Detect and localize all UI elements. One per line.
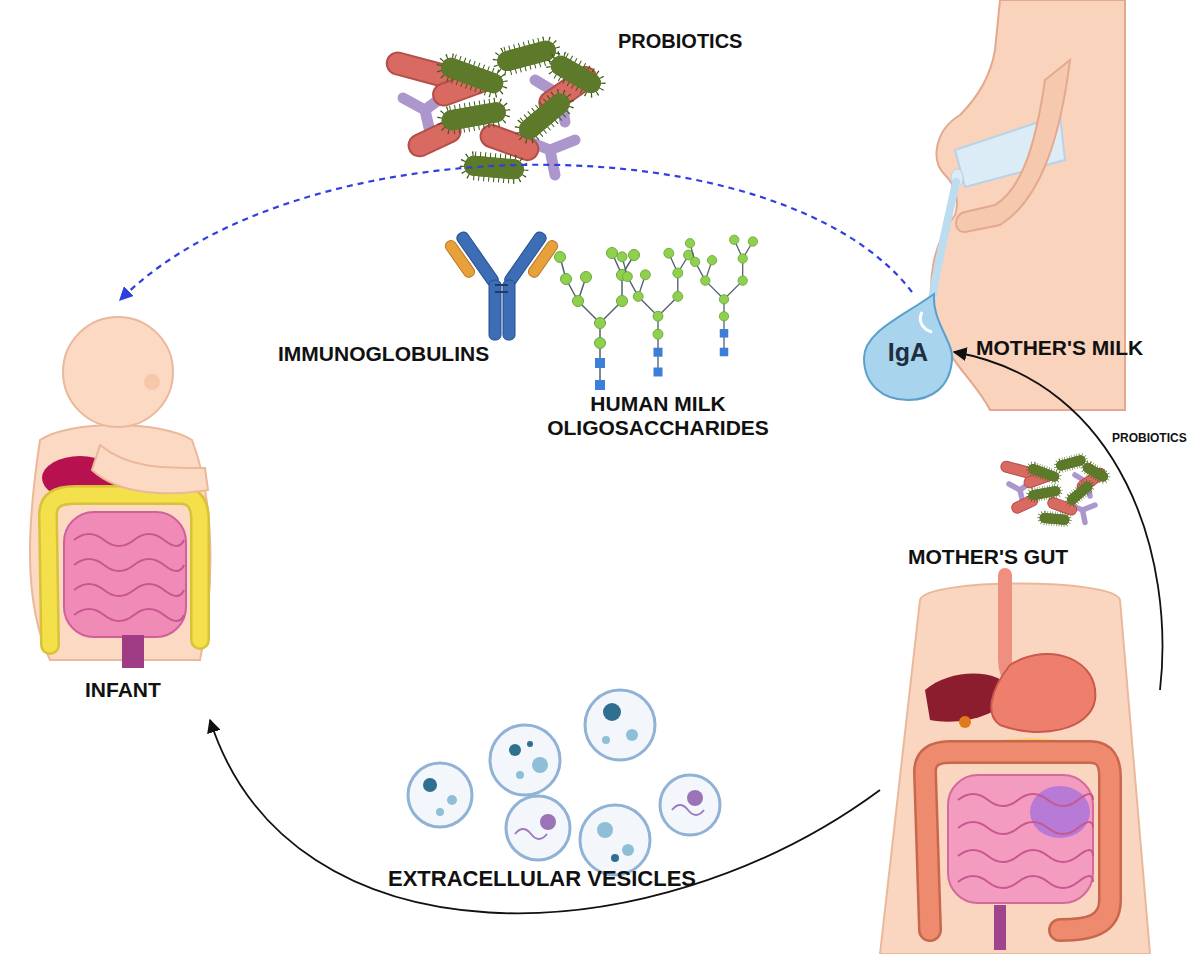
flow-arrow [120, 165, 912, 300]
flow-arrow [210, 720, 880, 913]
milk-stream [932, 182, 956, 300]
node-label: MOTHER'S GUT [908, 545, 1068, 569]
vesicles [408, 690, 720, 875]
text-label: PROBIOTICS [1112, 432, 1187, 446]
gut-node: MOTHER'S GUT [880, 540, 1160, 954]
gut-figure [880, 575, 1150, 954]
node-label: IgA [862, 338, 954, 367]
cargo-dot [527, 741, 533, 747]
small-intestine [64, 512, 186, 637]
cargo-protein [687, 790, 703, 806]
text-label: HUMAN MILK OLIGOSACCHARIDES [533, 392, 783, 440]
cargo-dot [447, 795, 457, 805]
cargo-dot [626, 729, 638, 741]
heavy-chain [503, 230, 548, 288]
text-label: PROBIOTICS [618, 30, 742, 53]
drop-highlight [920, 312, 932, 332]
stomach [991, 654, 1095, 732]
cargo-dot [611, 854, 619, 862]
heavy-chain [503, 280, 515, 340]
mother-arm [956, 60, 1070, 232]
cargo-dot [602, 736, 610, 744]
rectum [122, 635, 144, 668]
cargo-rna [515, 829, 547, 839]
rectum [994, 905, 1006, 950]
torso [880, 584, 1150, 954]
probiotics-cluster [1000, 454, 1110, 525]
heavy-chain [489, 280, 501, 340]
infant-head [63, 317, 173, 427]
intestine-folds [74, 534, 184, 621]
node-label: INFANT [85, 678, 161, 702]
cargo-dot [597, 822, 613, 838]
vesicle [585, 690, 655, 760]
vesicle [408, 763, 472, 827]
hinge [495, 285, 508, 292]
mother-node: MOTHER'S MILK IgA [860, 0, 1150, 410]
gallbladder [959, 716, 971, 728]
infant-ear [144, 374, 160, 390]
hmo-tree [617, 248, 694, 376]
intestine-section [1030, 786, 1090, 838]
large-intestine [48, 495, 200, 645]
large-intestine [925, 752, 1110, 930]
cargo-rna [672, 805, 704, 815]
cargo-dot [516, 771, 524, 779]
infant-figure [30, 317, 210, 668]
probiotics-cluster [384, 38, 604, 180]
infant-body [30, 425, 210, 660]
hmo-tree [555, 248, 640, 391]
cargo-dot [622, 844, 634, 856]
cargo-dot [436, 808, 444, 816]
large-intestine [48, 495, 200, 645]
vesicle [660, 775, 720, 835]
hmo-tree [685, 235, 757, 356]
flow-arrow [954, 352, 1162, 690]
vesicle-cargo [423, 703, 704, 862]
node-label: MOTHER'S MILK [976, 336, 1143, 360]
cargo-protein [540, 814, 556, 830]
infant-arm [92, 445, 208, 493]
heavy-chain [455, 230, 500, 288]
cargo-dot [509, 744, 521, 756]
cargo-dot [603, 703, 621, 721]
vesicle [490, 725, 560, 795]
vesicle [506, 796, 570, 860]
antibody-symbol [443, 230, 559, 340]
vesicle [580, 805, 650, 875]
cargo-dot [532, 757, 548, 773]
large-intestine [925, 752, 1110, 930]
text-label: EXTRACELLULAR VESICLES [388, 866, 696, 891]
milk-drop: IgA [862, 292, 954, 402]
cargo-dot [423, 778, 437, 792]
small-intestine [948, 775, 1093, 903]
intestine-folds [958, 794, 1093, 888]
infant-node: INFANT [10, 300, 275, 720]
text-label: IMMUNOGLOBULINS [278, 342, 489, 366]
